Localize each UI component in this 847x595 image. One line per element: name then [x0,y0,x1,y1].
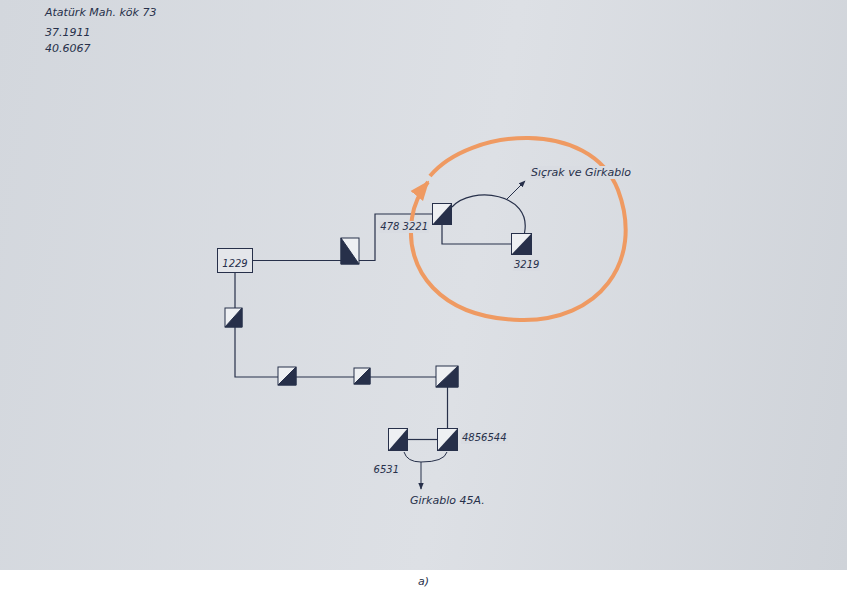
leader-arrow [421,462,422,489]
cable-line [235,273,448,428]
junction-square: 3219 [511,233,532,255]
cable-note: Sıçrak ve Girkablo [530,166,632,179]
square-symbol [432,203,452,225]
node-number: 478 3221 [379,221,429,233]
header-note: 40.6067 [45,42,91,55]
square-symbol [511,233,532,255]
cable-note: Girkablo 45A. [410,494,485,507]
terminal-box: 1229 [217,248,253,273]
cable-line [442,225,511,244]
paper-ground [0,0,847,570]
figure-tag: a) [418,575,429,588]
box-label: 1229 [222,258,247,270]
junction-square: 6531 [388,428,408,451]
node-number: 3219 [513,259,540,271]
junction-square: 478 3221 [432,203,452,225]
junction-square: 4856544 [437,428,458,451]
square-symbol [388,428,408,451]
junction-square [225,238,458,387]
node-number: 4856544 [461,432,508,444]
node-number: 6531 [373,464,400,476]
bracket [404,452,447,462]
header-note: Atatürk Mah. kök 73 [45,6,156,19]
cable-line [408,439,437,440]
leader-arrow [506,181,525,200]
square-symbol [437,428,458,451]
jumper-cable [452,195,525,233]
header-note: 37.1911 [45,26,91,39]
